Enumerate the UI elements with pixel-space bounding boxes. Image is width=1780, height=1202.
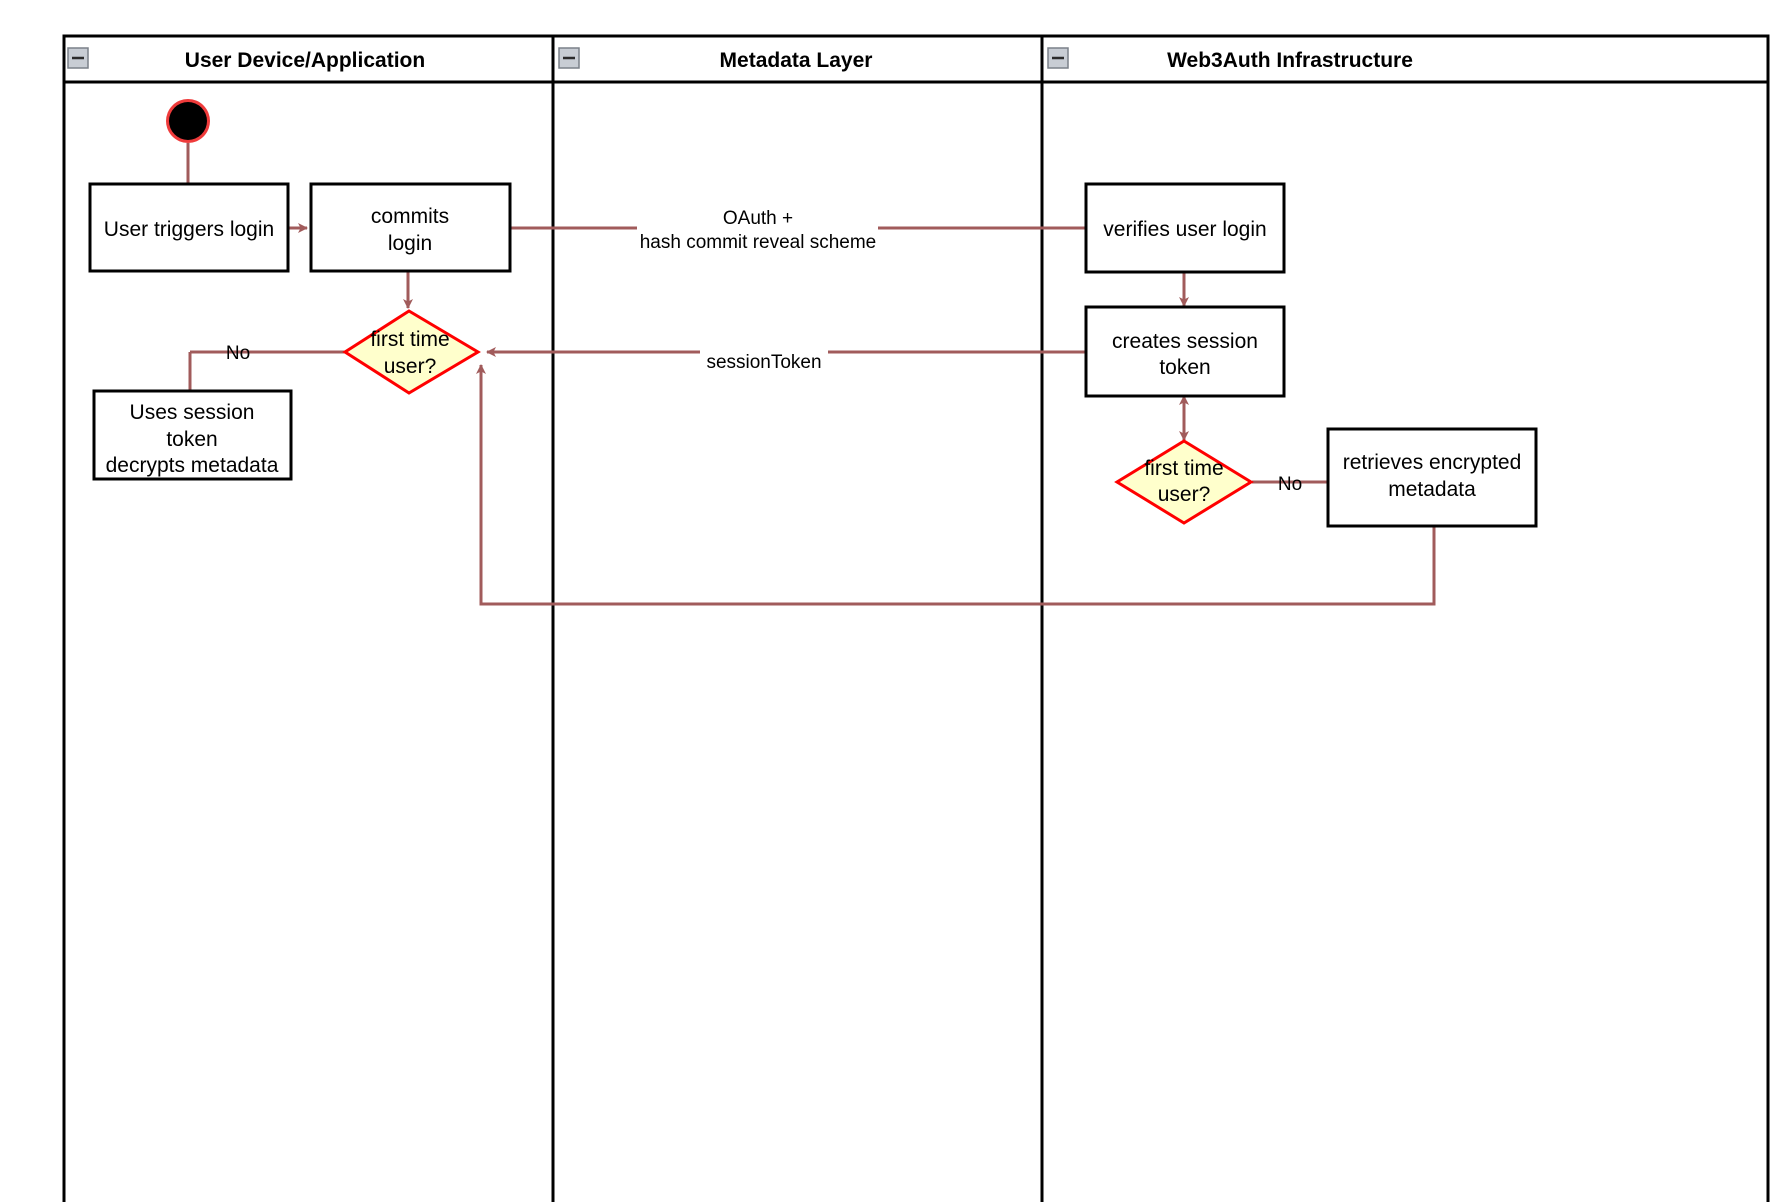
node-label-line-2: token xyxy=(1159,356,1210,379)
node-label-line-3: decrypts metadata xyxy=(106,454,279,477)
node-label-line-2: user? xyxy=(1158,483,1211,506)
edge-label-no-right: No xyxy=(1278,474,1302,495)
node-user-triggers-login[interactable]: User triggers login xyxy=(88,182,290,273)
node-label-line-1: commits xyxy=(371,205,449,228)
collapse-minus-icon[interactable] xyxy=(1047,47,1069,69)
node-commits-login[interactable]: commits login xyxy=(309,182,512,273)
node-creates-session-token[interactable]: creates session token xyxy=(1084,305,1286,398)
collapse-minus-icon[interactable] xyxy=(558,47,580,69)
node-label-line-1: first time xyxy=(370,328,449,351)
initial-node[interactable] xyxy=(166,99,210,143)
edge-label-session-token: sessionToken xyxy=(706,352,821,373)
node-label-line-1: first time xyxy=(1144,457,1223,480)
node-decision-first-time-user-right[interactable]: first time user? xyxy=(1114,439,1254,525)
node-label-line-2: metadata xyxy=(1388,478,1476,501)
edge-label-oauth-hash-commit: OAuth + hash commit reveal scheme xyxy=(640,208,877,253)
lane-header-user-device: User Device/Application xyxy=(67,47,425,72)
lane-header-web3auth-infrastructure: Web3Auth Infrastructure xyxy=(1047,47,1413,72)
node-label: verifies user login xyxy=(1103,218,1266,241)
edge-label-line-1: OAuth + xyxy=(723,208,793,229)
edge-label-line-2: hash commit reveal scheme xyxy=(640,232,877,253)
node-label-line-1: creates session xyxy=(1112,330,1258,353)
lane-title-web3auth-infrastructure: Web3Auth Infrastructure xyxy=(1167,49,1413,72)
lane-title-metadata-layer: Metadata Layer xyxy=(720,49,873,72)
lane-header-metadata-layer: Metadata Layer xyxy=(558,47,873,72)
node-uses-session-token[interactable]: Uses session token decrypts metadata xyxy=(92,389,293,481)
node-retrieves-encrypted-metadata[interactable]: retrieves encrypted metadata xyxy=(1326,427,1538,528)
edge-label-no-left: No xyxy=(226,343,250,364)
node-label-line-1: retrieves encrypted xyxy=(1343,451,1522,474)
node-decision-first-time-user-left[interactable]: first time user? xyxy=(342,309,481,395)
node-label: User triggers login xyxy=(104,218,274,241)
node-label-line-1: Uses session xyxy=(130,401,255,424)
node-label-line-2: login xyxy=(388,232,432,255)
node-verifies-user-login[interactable]: verifies user login xyxy=(1084,182,1286,274)
swimlane-frame xyxy=(62,34,1770,1202)
collapse-minus-icon[interactable] xyxy=(67,47,89,69)
node-label-line-2: user? xyxy=(384,355,437,378)
node-label-line-2: token xyxy=(166,428,217,451)
lane-title-user-device: User Device/Application xyxy=(185,49,425,72)
edge-retrieves-encrypted-metadata-back-to-decision-left xyxy=(476,364,1436,606)
